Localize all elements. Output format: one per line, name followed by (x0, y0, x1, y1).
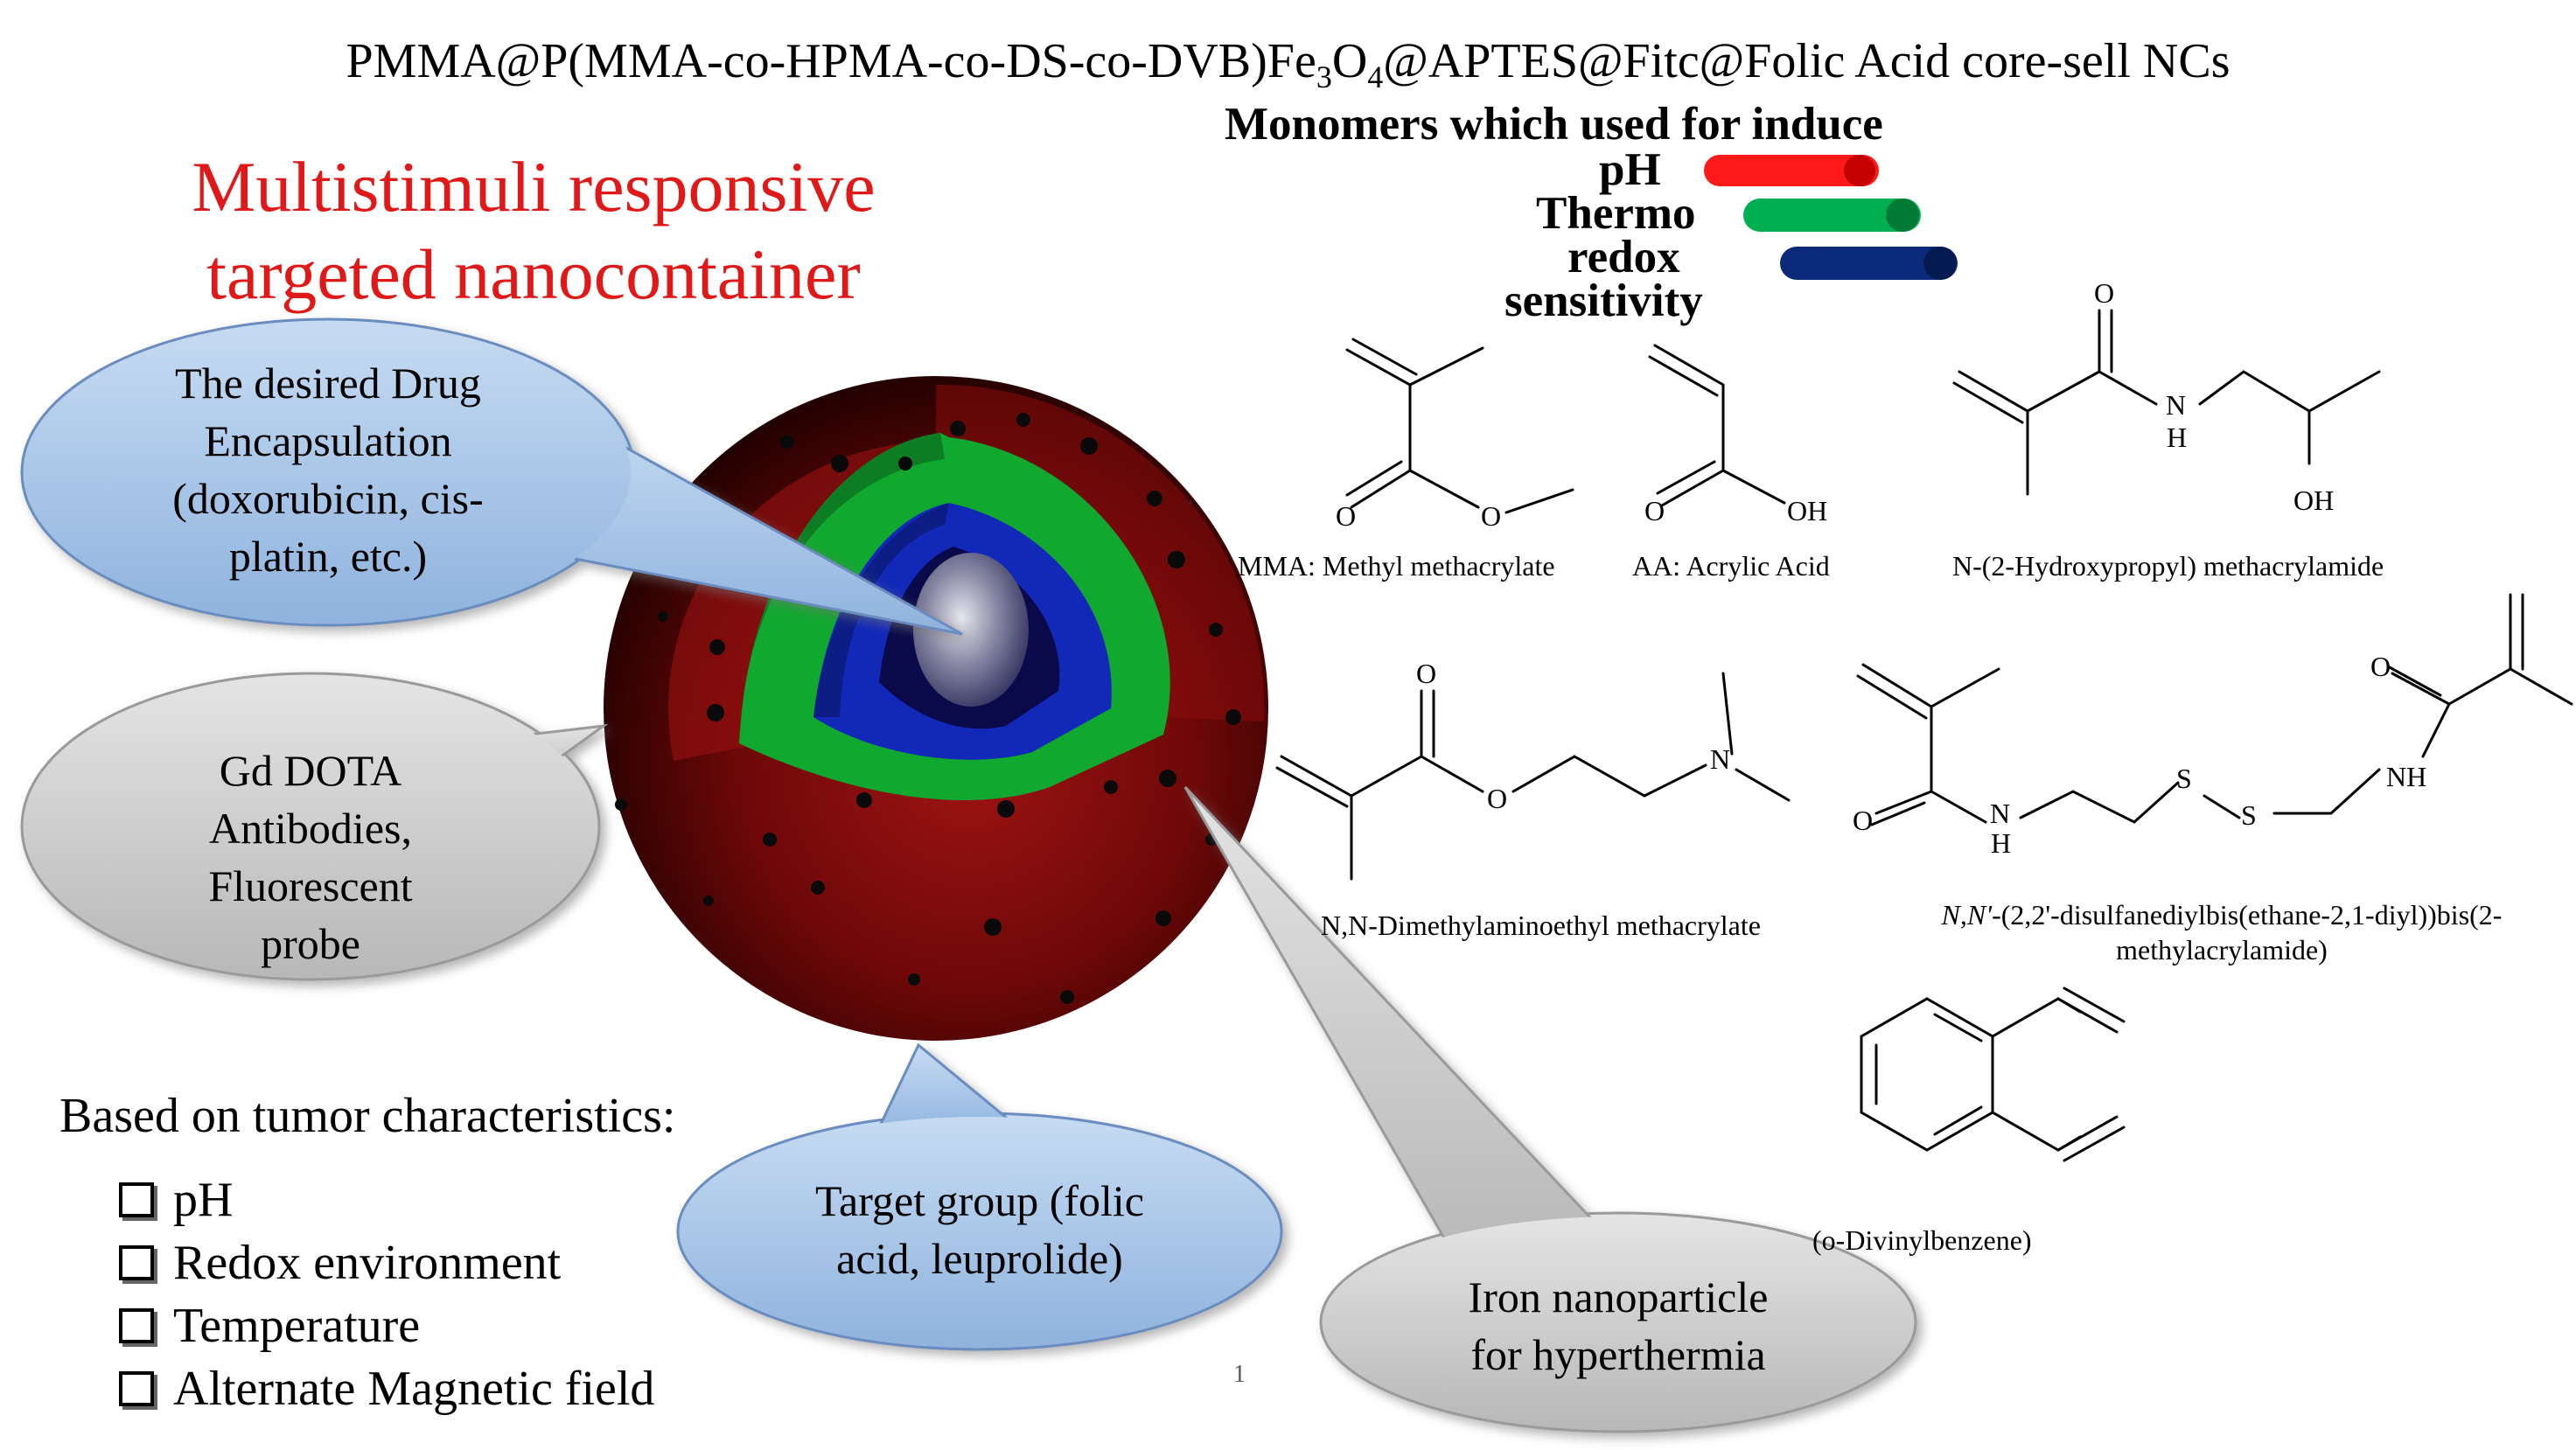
tumor-item-redox: Redox environment (119, 1231, 561, 1294)
tumor-heading: Based on tumor characteristics: (59, 1089, 676, 1143)
monomers-sensitivity: sensitivity (1504, 275, 1703, 326)
drug-bubble-shape (20, 317, 963, 636)
iron-nanoparticle-dots (615, 413, 1241, 1004)
monomers-redox: redox (1567, 232, 1680, 282)
dmaema-label: N,N-Dimethylaminoethyl methacrylate (1321, 910, 1761, 941)
page-number: 1 (1233, 1361, 1246, 1388)
checkbox-icon (119, 1182, 154, 1217)
ds-atom-o1: O (1853, 805, 1874, 836)
checkbox-icon (119, 1371, 154, 1406)
dmaema-structure (1275, 672, 1791, 881)
figure-title: PMMA@P(MMA-co-HPMA-co-DS-co-DVB)Fe3O4@AP… (346, 34, 2230, 95)
mma-structure (1345, 338, 1574, 514)
ph-pill (1704, 155, 1879, 186)
ds-atom-n: N (1990, 798, 2011, 829)
ds-atom-s1: S (2176, 763, 2192, 794)
target-bubble-shape (676, 1042, 1283, 1351)
aa-label: AA: Acrylic Acid (1632, 550, 1830, 582)
tumor-item-ph: pH (119, 1168, 233, 1231)
hpma-atom-o: O (2094, 277, 2115, 309)
hpma-atom-oh: OH (2293, 484, 2335, 516)
thermo-pill (1743, 199, 1921, 232)
mma-atom-o1: O (1336, 500, 1357, 532)
aa-structure (1648, 344, 1786, 507)
headline-line-2: targeted nanocontainer (206, 234, 861, 314)
ds-atom-h: H (1991, 827, 2012, 859)
tumor-item-temperature: Temperature (119, 1294, 420, 1357)
mma-label: MMA: Methyl methacrylate (1238, 550, 1555, 582)
tumor-item-magnetic: Alternate Magnetic field (119, 1357, 654, 1420)
aa-atom-o: O (1644, 495, 1665, 526)
monomers-ph: pH (1599, 144, 1661, 195)
gd-bubble-shape (20, 672, 609, 981)
checkbox-icon (119, 1245, 154, 1280)
hpma-atom-h: H (2167, 422, 2188, 453)
ds-label: N,N'-(2,2'-disulfanediylbis(ethane-2,1-d… (1941, 899, 2503, 966)
dvb-structure (1860, 986, 2126, 1162)
redox-pill (1780, 247, 1958, 280)
monomers-thermo: Thermo (1536, 188, 1696, 239)
headline-line-1: Multistimuli responsive (192, 147, 876, 227)
dmaema-atom-o2: O (1487, 783, 1508, 814)
dmaema-atom-n: N (1710, 743, 1731, 775)
aa-atom-oh: OH (1787, 495, 1828, 526)
iron-bubble-shape (1183, 785, 1917, 1433)
monomers-heading: Monomers which used for induce (1225, 99, 1883, 150)
hpma-structure (1952, 309, 2381, 496)
inner-core (913, 553, 1029, 707)
dvb-label: (o-Divinylbenzene) (1812, 1224, 2032, 1256)
hpma-label: N-(2-Hydroxypropyl) methacrylamide (1952, 550, 2384, 582)
ds-structure (1856, 593, 2573, 826)
gd-dota-bubble: Gd DOTA Antibodies, Fluorescent probe (208, 746, 413, 968)
target-group-bubble: Target group (folic acid, leuprolide) (814, 1176, 1144, 1283)
nanocontainer-sphere (604, 376, 1268, 1041)
iron-nanoparticle-bubble: Iron nanoparticle for hyperthermia (1468, 1272, 1769, 1379)
dmaema-atom-o1: O (1416, 658, 1437, 689)
checkbox-icon (119, 1308, 154, 1343)
ds-atom-s2: S (2241, 799, 2257, 831)
hpma-atom-n: N (2166, 389, 2187, 421)
ds-atom-o2: O (2370, 651, 2391, 682)
mma-atom-o2: O (1481, 500, 1502, 532)
drug-encapsulation-bubble: The desired Drug Encapsulation (doxorubi… (172, 359, 484, 581)
ds-atom-nh: NH (2386, 761, 2427, 792)
